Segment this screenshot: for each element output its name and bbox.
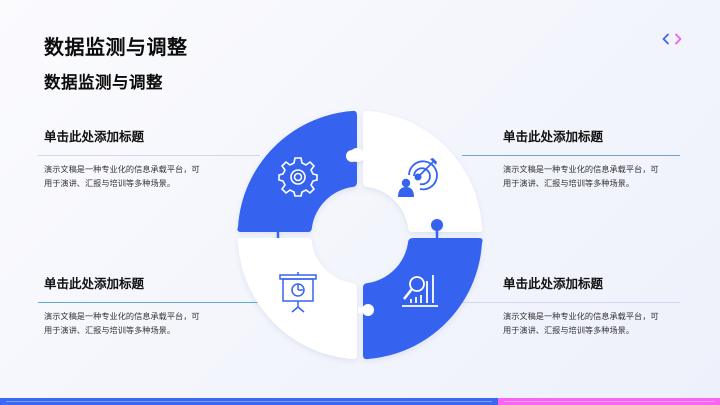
puzzle-ring-diagram <box>230 105 490 365</box>
block-description[interactable]: 演示文稿是一种专业化的信息承载平台，可 用于演讲、汇报与培训等多种场景。 <box>44 310 234 337</box>
divider-line <box>462 302 680 304</box>
text-block-top-right: 单击此处添加标题 <box>503 126 603 145</box>
puzzle-piece-bottom-right[interactable] <box>363 219 483 360</box>
desc-line: 用于演讲、汇报与培训等多种场景。 <box>503 177 635 188</box>
text-block-top-left: 单击此处添加标题 <box>44 126 144 145</box>
chevron-right-icon[interactable] <box>674 30 683 45</box>
target-person-icon <box>398 158 438 197</box>
presentation-board-icon <box>279 272 317 313</box>
footer-color-bar <box>0 398 720 405</box>
block-title[interactable]: 单击此处添加标题 <box>503 276 604 291</box>
block-description[interactable]: 演示文稿是一种专业化的信息承载平台，可 用于演讲、汇报与培训等多种场景。 <box>503 163 693 190</box>
block-title[interactable]: 单击此处添加标题 <box>503 129 604 144</box>
desc-line: 演示文稿是一种专业化的信息承载平台，可 <box>44 164 200 174</box>
block-title[interactable]: 单击此处添加标题 <box>44 129 145 144</box>
desc-line: 演示文稿是一种专业化的信息承载平台，可 <box>503 164 659 174</box>
block-description[interactable]: 演示文稿是一种专业化的信息承载平台，可 用于演讲、汇报与培训等多种场景。 <box>44 163 234 190</box>
page-subtitle: 数据监测与调整 <box>44 73 163 92</box>
text-block-bottom-left: 单击此处添加标题 <box>44 273 144 292</box>
gear-icon <box>278 157 318 197</box>
divider-line <box>38 302 260 304</box>
desc-line: 用于演讲、汇报与培训等多种场景。 <box>44 324 176 335</box>
footer-bar-pink-segment <box>498 398 720 405</box>
chevron-left-icon[interactable] <box>661 30 670 45</box>
desc-line: 用于演讲、汇报与培训等多种场景。 <box>44 177 176 188</box>
desc-line: 演示文稿是一种专业化的信息承载平台，可 <box>44 311 200 321</box>
puzzle-piece-bottom-left[interactable] <box>237 238 357 360</box>
page-title: 数据监测与调整 <box>44 35 188 59</box>
footer-bar-blue-segment <box>0 398 498 405</box>
divider-line <box>462 155 680 157</box>
slide-nav <box>661 29 685 45</box>
block-title[interactable]: 单击此处添加标题 <box>44 276 145 291</box>
block-description[interactable]: 演示文稿是一种专业化的信息承载平台，可 用于演讲、汇报与培训等多种场景。 <box>503 310 693 337</box>
puzzle-piece-top-left[interactable] <box>237 110 357 255</box>
desc-line: 演示文稿是一种专业化的信息承载平台，可 <box>503 311 659 321</box>
text-block-bottom-right: 单击此处添加标题 <box>503 273 603 292</box>
desc-line: 用于演讲、汇报与培训等多种场景。 <box>503 324 635 335</box>
chart-magnifier-icon <box>402 275 438 307</box>
divider-line <box>38 155 260 157</box>
